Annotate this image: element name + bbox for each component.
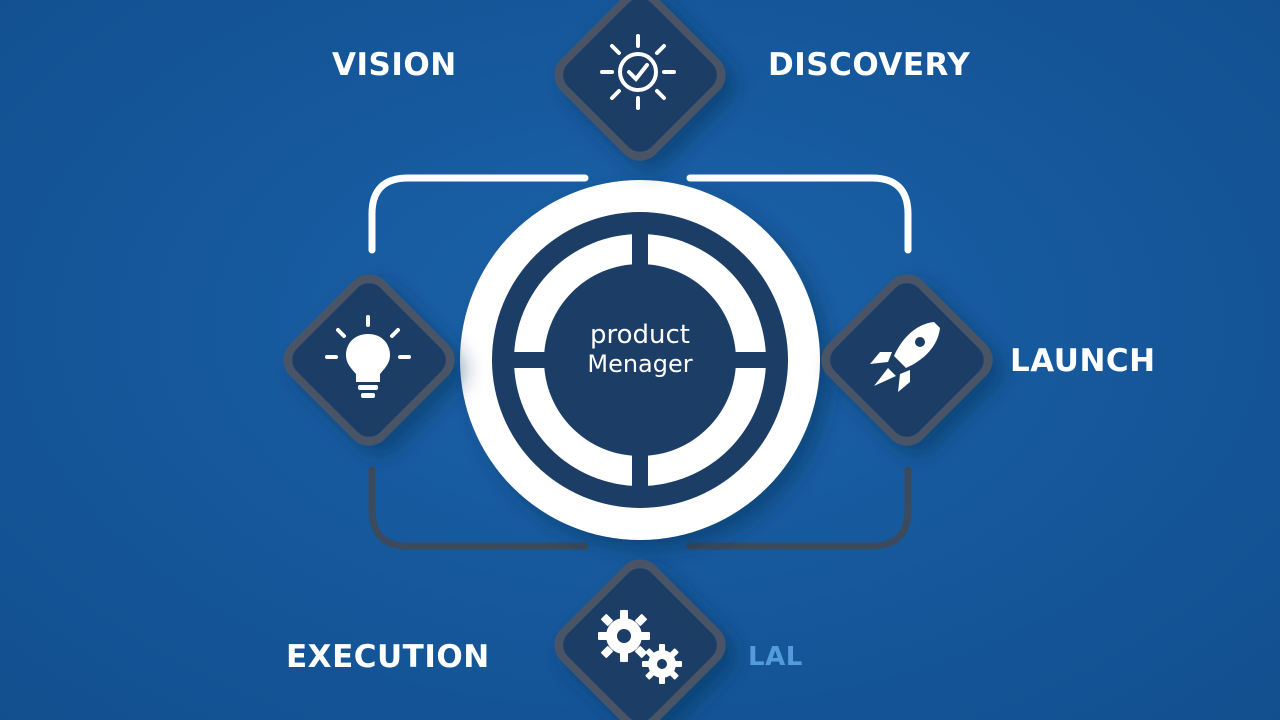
connector-bottom-left: [368, 466, 589, 550]
rocket-icon: [870, 322, 940, 392]
center-title-line2: Menager: [587, 350, 693, 378]
connector-top-left: [368, 174, 589, 254]
center-title-line1: product: [589, 320, 690, 350]
label-execution: EXECUTION: [286, 639, 490, 675]
label-discovery: DISCOVERY: [768, 47, 971, 83]
sun-check-icon: [600, 34, 676, 110]
top-diamond-tile: [554, 0, 726, 161]
center-hub: [460, 180, 820, 540]
bottom-diamond-tile: [554, 559, 726, 720]
gears-icon: [598, 610, 682, 684]
connector-top-right: [686, 174, 912, 254]
label-launch: LAUNCH: [1010, 343, 1156, 379]
connector-bottom-right: [686, 466, 912, 550]
label-vision: VISION: [332, 47, 457, 83]
label-partial: LAL: [748, 642, 803, 672]
lightbulb-icon: [325, 315, 411, 398]
